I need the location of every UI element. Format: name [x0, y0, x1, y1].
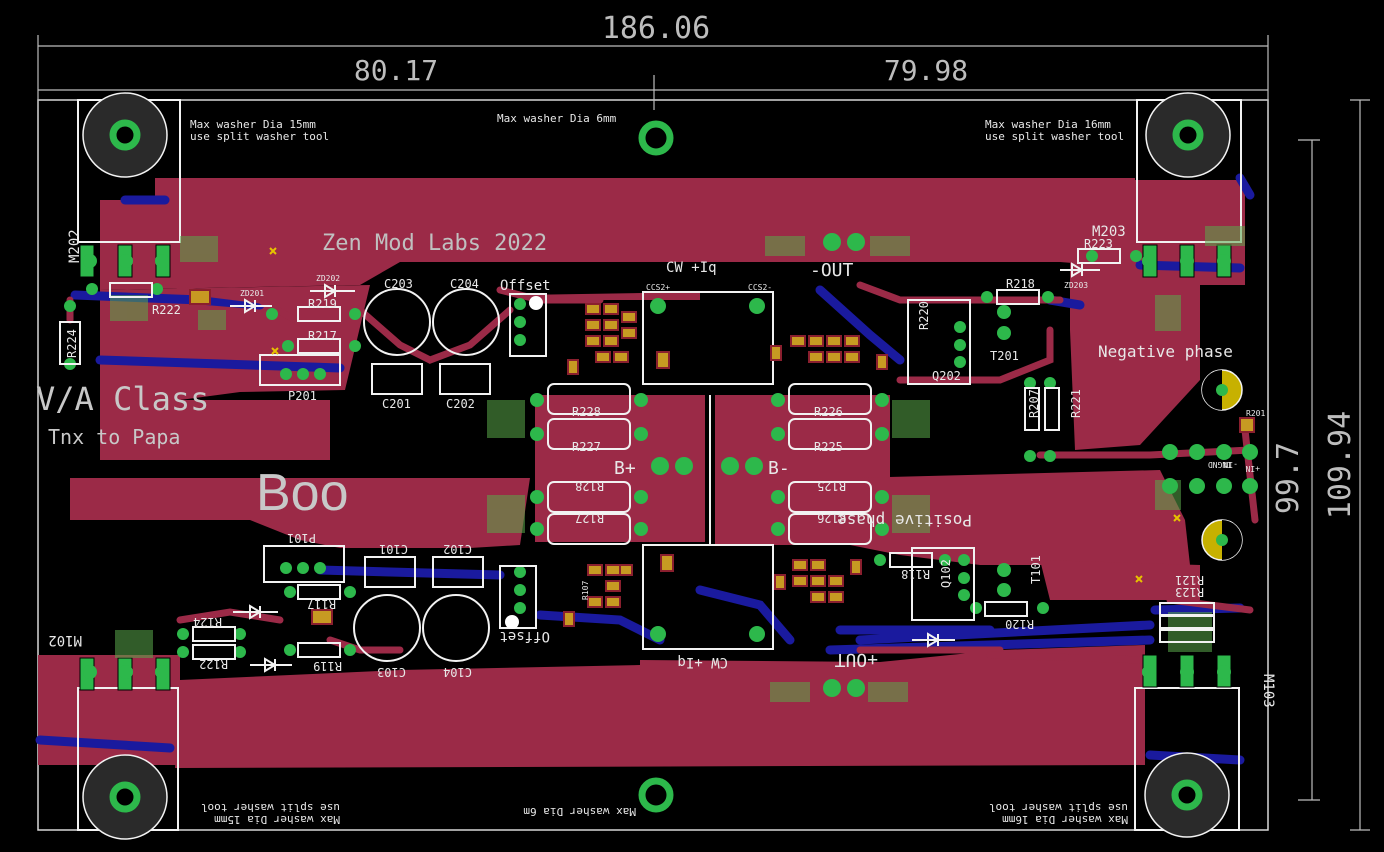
dim-right-width: 79.98	[884, 54, 968, 87]
lbl-zd203: ZD203	[1064, 281, 1088, 290]
lbl-cw-iq-rev: CW +Iq	[677, 654, 728, 670]
note-top: Max washer Dia 6mm	[497, 112, 617, 125]
lbl-r226: R226	[814, 405, 843, 419]
mounting-holes	[109, 119, 1204, 813]
lbl-zd201: ZD201	[240, 289, 264, 298]
lbl-r107: R107	[581, 581, 590, 600]
note-tl-1: Max washer Dia 15mm	[190, 118, 316, 131]
lbl-r127: R127	[575, 511, 604, 525]
lbl-r201: R201	[1246, 409, 1265, 418]
lbl-r219: R219	[308, 297, 337, 311]
note-tl-2: use split washer tool	[190, 130, 329, 143]
fiducial-markers	[269, 247, 1181, 583]
lbl-q102: Q102	[939, 559, 953, 588]
ccs-modules	[642, 291, 774, 650]
lbl-r120: R120	[1005, 617, 1034, 631]
lbl-c202: C202	[446, 397, 475, 411]
note-bl-2: use split washer tool	[201, 801, 340, 814]
trimpots	[505, 296, 543, 629]
lbl-offset-rev: Offset	[499, 628, 550, 644]
thanks-title: Tnx to Papa	[48, 425, 180, 449]
lbl-c204: C204	[450, 277, 479, 291]
dim-total-width: 186.06	[602, 11, 710, 46]
lbl-c203: C203	[384, 277, 413, 291]
lbl-r121: R121	[1175, 573, 1204, 587]
th-pads	[64, 233, 1258, 697]
lbl-r128: R128	[575, 479, 604, 493]
positive-phase-label: Positive phase	[837, 511, 972, 530]
lbl-r123: R123	[1175, 585, 1204, 599]
note-br-2: use split washer tool	[989, 801, 1128, 814]
lbl-c104: C104	[443, 665, 472, 679]
lbl-b-plus: B+	[614, 458, 636, 479]
lbl-b-minus: B-	[768, 458, 790, 479]
note-bottom: Max washer Dia 6m	[523, 805, 636, 818]
lbl-zd202: ZD202	[316, 274, 340, 283]
lbl-in-pos: +IN	[1245, 464, 1260, 473]
lbl-r118: R118	[901, 567, 930, 581]
board-outline	[37, 99, 1269, 831]
smd-parts	[189, 289, 1255, 627]
lbl-q202: Q202	[932, 369, 961, 383]
lbl-p101: P101	[287, 531, 316, 545]
lbl-r223: R223	[1084, 237, 1113, 251]
lbl-t101: T101	[1029, 555, 1043, 584]
lbl-m103: M103	[1260, 674, 1276, 708]
lbl-r126: R126	[817, 511, 846, 525]
lbl-r207: R207	[1027, 389, 1041, 418]
lbl-c102: C102	[443, 542, 472, 556]
lbl-c103: C103	[377, 665, 406, 679]
dimension-lines	[37, 35, 1370, 831]
lbl-m202: M202	[67, 229, 83, 263]
lbl-c201: C201	[382, 397, 411, 411]
washer-notes: Max washer Dia 15mm use split washer too…	[190, 112, 1128, 826]
note-bl-1: Max washer Dia 15mm	[214, 813, 340, 826]
lbl-r220: R220	[917, 301, 931, 330]
name-title: Boo	[256, 464, 349, 522]
lbl-r117: R117	[307, 597, 336, 611]
lbl-ccs2: CCS2-	[748, 283, 772, 292]
class-title: V/A Class	[36, 380, 209, 418]
lbl-r224: R224	[65, 329, 79, 358]
lbl-in-neg: -IN	[1223, 460, 1238, 469]
electrolytic-caps	[353, 288, 500, 662]
lbl-r218: R218	[1006, 277, 1035, 291]
note-tr-2: use split washer tool	[985, 130, 1124, 143]
lbl-r222: R222	[152, 303, 181, 317]
brand-title: Zen Mod Labs 2022	[322, 231, 547, 256]
lbl-out-pos: +OUT	[834, 649, 878, 670]
lbl-ingnd: INGND	[1208, 460, 1232, 469]
lbl-m102: M102	[48, 632, 82, 648]
lbl-t201: T201	[990, 349, 1019, 363]
lbl-cw-iq: CW +Iq	[666, 260, 717, 276]
negative-phase-label: Negative phase	[1098, 342, 1233, 361]
lbl-r225: R225	[814, 440, 843, 454]
lbl-r124: R124	[193, 615, 222, 629]
lbl-r227: R227	[572, 440, 601, 454]
dim-inner-height: 99.7	[1271, 442, 1306, 514]
note-tr-1: Max washer Dia 16mm	[985, 118, 1111, 131]
lbl-offset: Offset	[500, 278, 551, 294]
lbl-r221: R221	[1069, 389, 1083, 418]
lbl-r228: R228	[572, 405, 601, 419]
lbl-r122: R122	[199, 657, 228, 671]
note-br-1: Max washer Dia 16mm	[1002, 813, 1128, 826]
dim-left-width: 80.17	[354, 54, 438, 87]
lbl-out-neg: -OUT	[810, 260, 854, 281]
lbl-p201: P201	[288, 389, 317, 403]
lbl-r217: R217	[308, 329, 337, 343]
lbl-c101: C101	[379, 542, 408, 556]
dim-total-height: 109.94	[1323, 411, 1358, 519]
lbl-m203: M203	[1092, 224, 1126, 240]
input-caps	[1201, 369, 1243, 561]
lbl-r125: R125	[817, 479, 846, 493]
lbl-ccs2-plus: CCS2+	[646, 283, 670, 292]
lbl-r119: R119	[313, 659, 342, 673]
power-resistors	[547, 383, 872, 545]
axial-resistors	[59, 248, 1215, 660]
diodes	[230, 262, 1100, 673]
ref-labels: M202 M203 M102 M103 R224 R222 R219 R217 …	[48, 224, 1276, 708]
